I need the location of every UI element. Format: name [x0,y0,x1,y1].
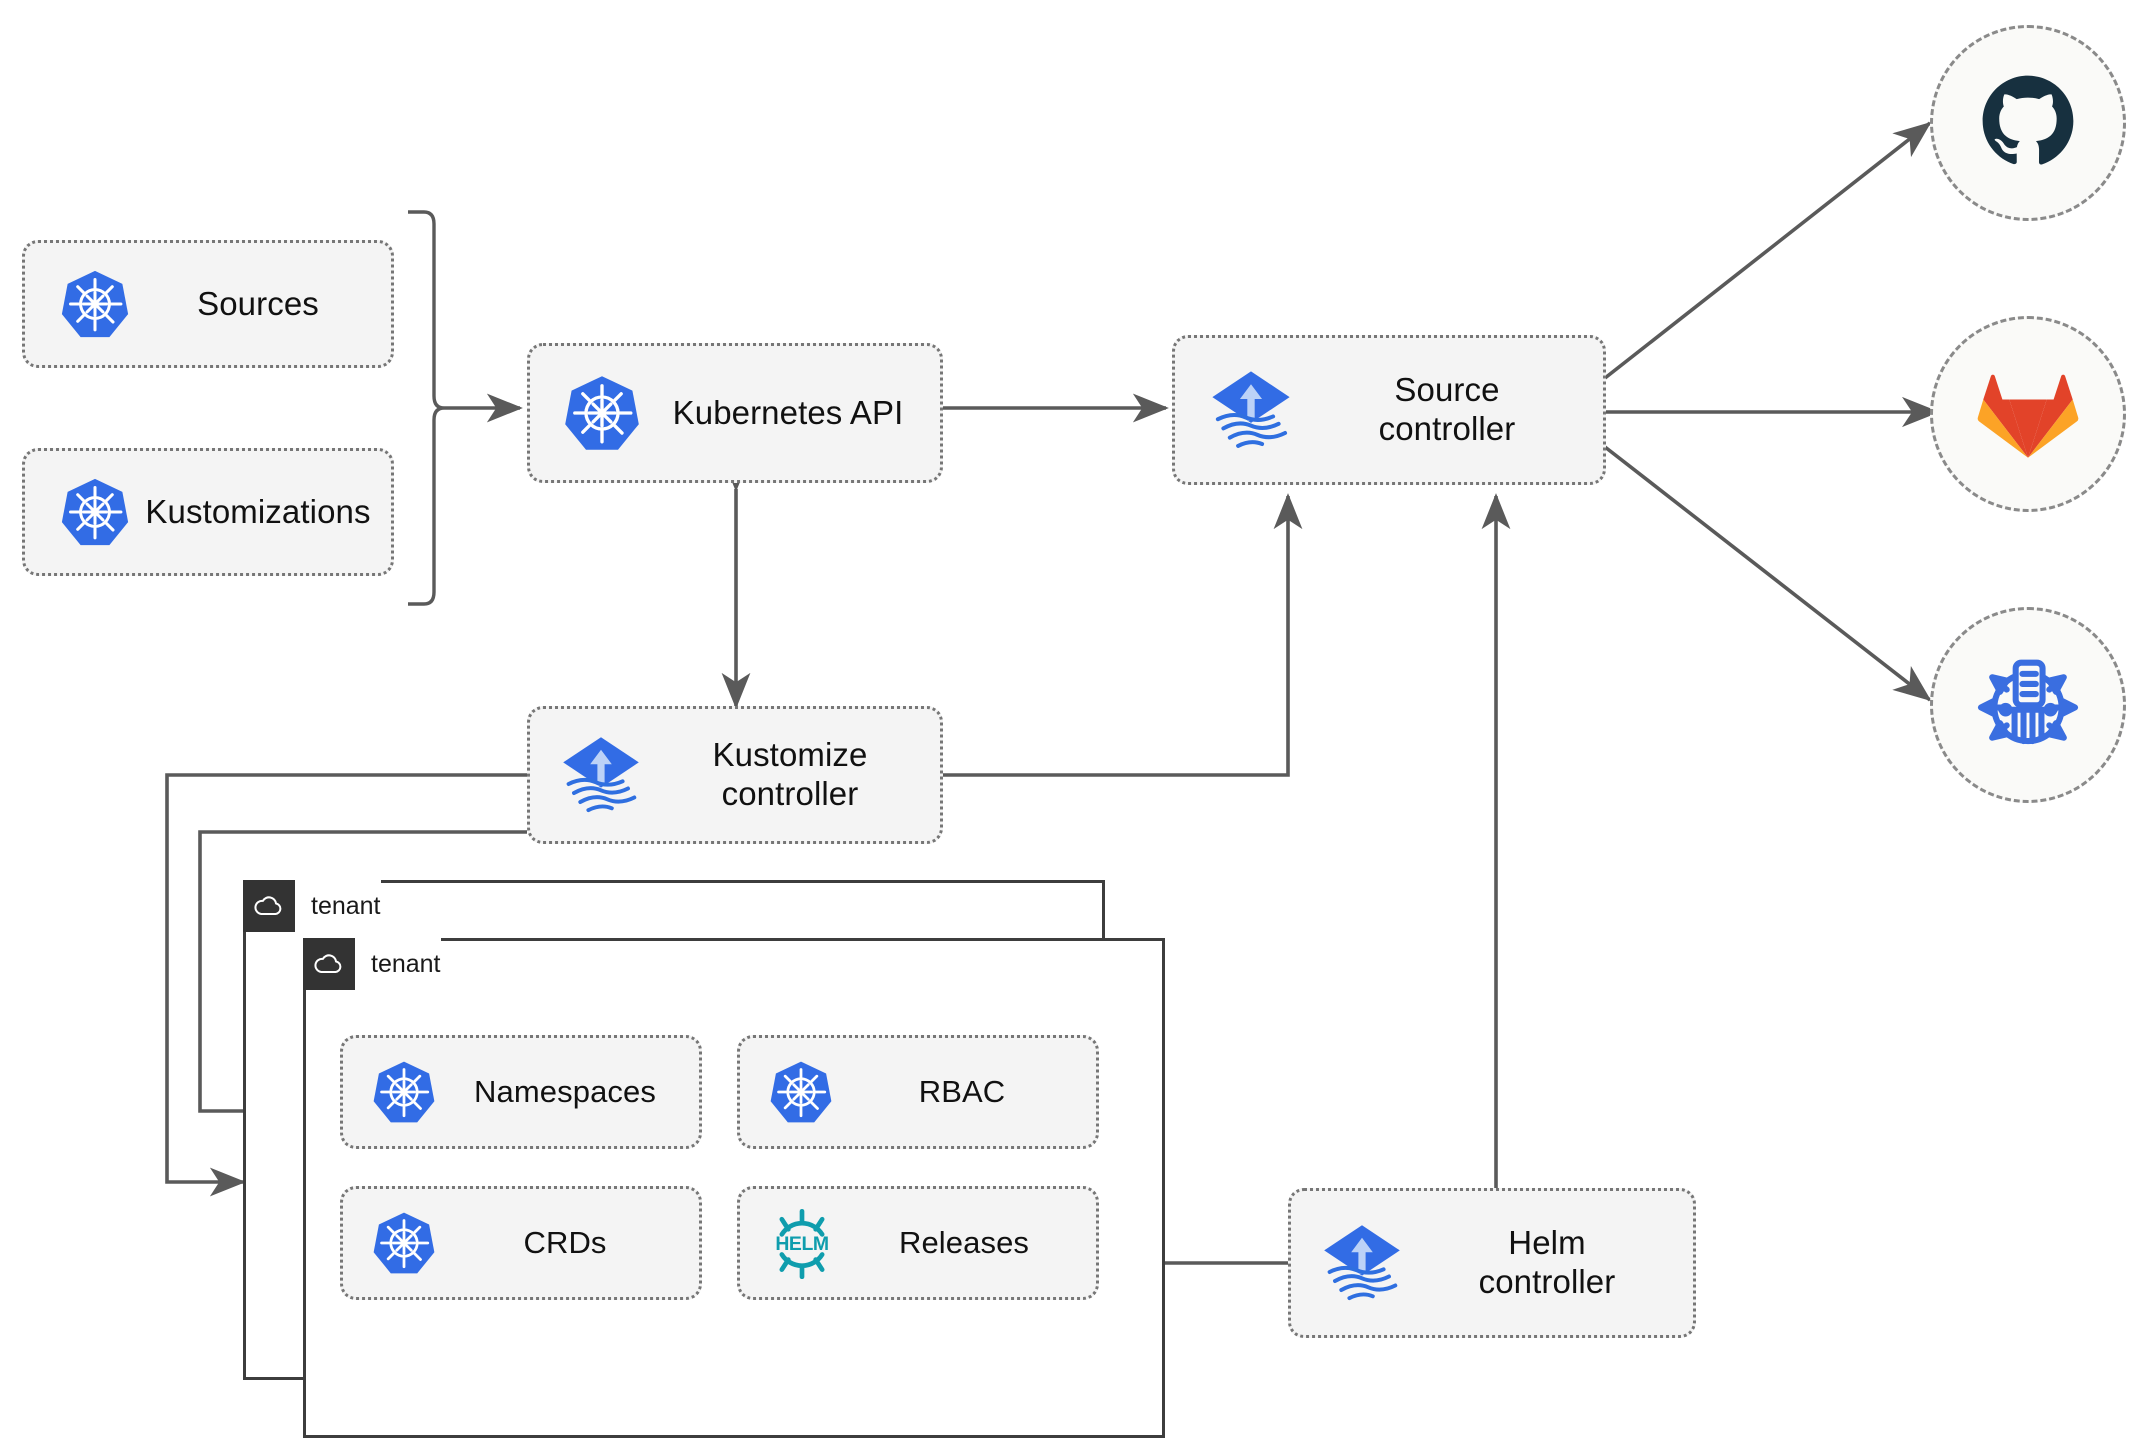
flux-icon [1205,364,1297,456]
helm-repository-icon [1972,647,2084,764]
node-kustomize-controller[interactable]: Kustomize controller [527,706,943,844]
node-label: Sources [197,284,319,322]
kubernetes-icon [59,268,131,340]
kubernetes-icon [59,476,131,548]
node-namespaces[interactable]: Namespaces [340,1035,702,1149]
tenant-tab: tenant [303,938,441,990]
grouping-brace [408,210,445,606]
node-label: Kubernetes API [672,393,904,431]
node-label: Kustomizations [145,492,371,530]
github-icon [1974,67,2082,180]
node-label: Namespaces [474,1073,656,1109]
tenant-label: tenant [371,949,441,978]
flux-icon [556,730,646,820]
node-sources[interactable]: Sources [22,240,394,368]
kubernetes-icon [371,1210,437,1276]
node-label: Releases [898,1224,1030,1260]
svg-text:HELM: HELM [775,1233,828,1255]
node-label: Source controller [1378,371,1516,447]
cloud-icon [243,880,295,932]
node-kustomizations[interactable]: Kustomizations [22,448,394,576]
node-crds[interactable]: CRDs [340,1186,702,1300]
repo-helm-repository[interactable] [1930,607,2126,803]
flux-icon [1317,1218,1407,1308]
node-label: Helm controller [1478,1224,1616,1300]
kubernetes-icon [371,1059,437,1125]
repo-gitlab[interactable] [1930,316,2126,512]
node-kubernetes-api[interactable]: Kubernetes API [527,343,943,483]
node-label: Kustomize controller [712,736,868,812]
node-source-controller[interactable]: Source controller [1172,335,1606,485]
edge-source-to-helmrepo [1603,445,1932,702]
cloud-icon [303,938,355,990]
node-releases[interactable]: HELM Releases [737,1186,1099,1300]
node-rbac[interactable]: RBAC [737,1035,1099,1149]
edge-source-to-github [1603,121,1932,380]
tenant-tab: tenant [243,880,381,932]
kubernetes-icon [562,373,642,453]
node-label: CRDs [523,1224,607,1260]
node-helm-controller[interactable]: Helm controller [1288,1188,1696,1338]
tenant-label: tenant [311,891,381,920]
repo-github[interactable] [1930,25,2126,221]
helm-icon: HELM [766,1207,838,1279]
edge-kustomize-to-source [942,493,1303,777]
node-label: RBAC [918,1073,1006,1109]
architecture-diagram: Sources Kustomizations [22,25,2126,1438]
kubernetes-icon [768,1059,834,1125]
gitlab-icon [1976,362,2080,467]
